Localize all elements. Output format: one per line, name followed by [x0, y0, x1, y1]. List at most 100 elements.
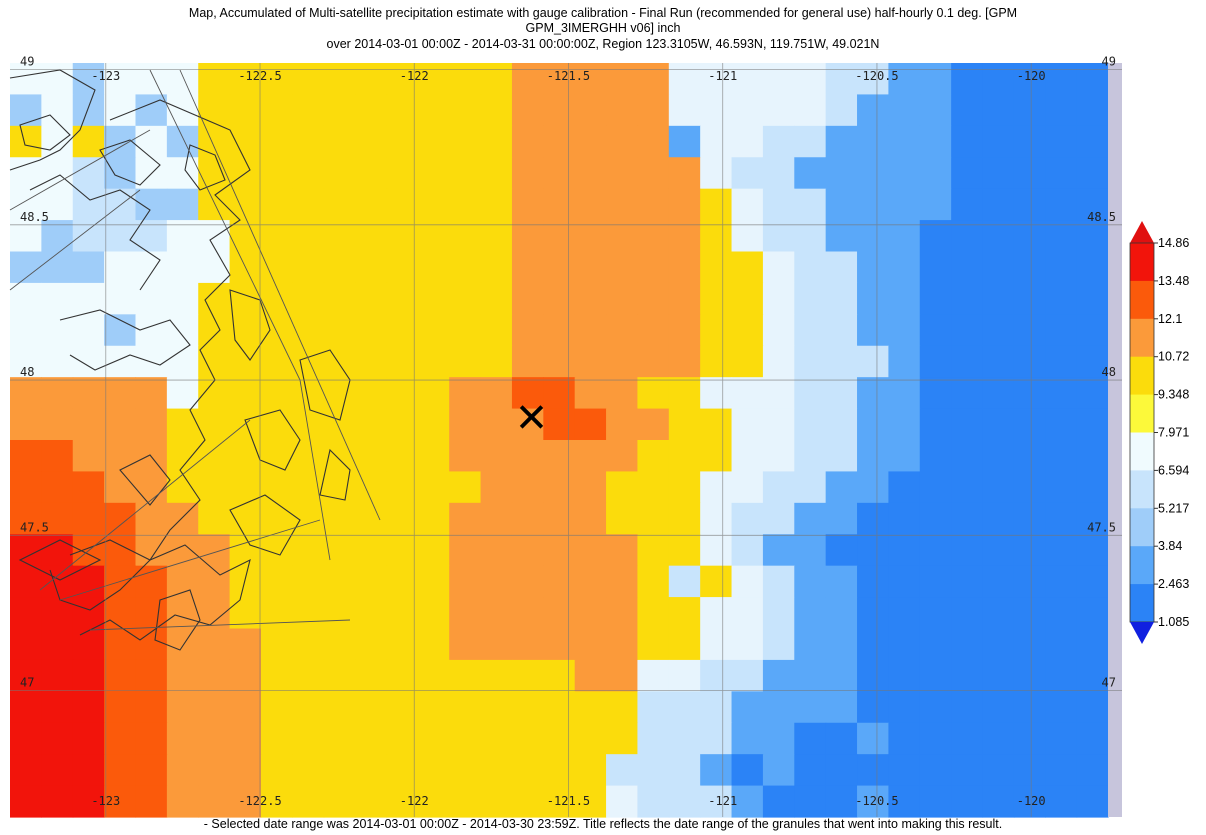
map-cell — [323, 722, 356, 755]
map-cell — [10, 125, 42, 158]
map-cell — [574, 188, 607, 221]
map-cell — [888, 94, 921, 127]
map-cell — [574, 785, 607, 818]
map-cell — [386, 251, 419, 284]
map-cell — [104, 691, 137, 724]
map-cell — [919, 125, 952, 158]
map-cell — [292, 785, 325, 818]
map-cell — [762, 754, 795, 787]
map-cell — [982, 597, 1015, 630]
map-cell — [449, 377, 482, 410]
map-cell — [543, 534, 576, 567]
map-cell — [104, 220, 137, 253]
map-cell — [794, 722, 827, 755]
map-cell — [198, 125, 231, 158]
map-cell — [574, 63, 607, 96]
map-cell — [198, 282, 231, 315]
map-cell — [511, 251, 544, 284]
map-cell — [355, 408, 388, 441]
map-cell — [480, 63, 513, 96]
map-cell — [1045, 628, 1078, 661]
map-cell — [637, 754, 670, 787]
map-cell — [386, 63, 419, 96]
latitude-label-left: 49 — [20, 55, 34, 69]
map-cell — [1076, 597, 1109, 630]
map-cell — [104, 597, 137, 630]
map-cell — [857, 282, 889, 315]
map-cell — [668, 471, 701, 504]
map-cell — [857, 659, 889, 692]
map-cell — [1076, 722, 1109, 755]
map-cell — [104, 282, 137, 315]
map-cell — [1013, 597, 1046, 630]
map-cell — [637, 722, 670, 755]
map-cell — [1013, 502, 1046, 535]
map-cell — [260, 628, 293, 661]
map-cell — [104, 440, 137, 473]
legend-swatch — [1130, 318, 1154, 358]
map-cell — [951, 597, 984, 630]
map-cell — [700, 628, 733, 661]
map-cell — [857, 628, 889, 661]
map-cell — [668, 282, 701, 315]
map-cell — [668, 785, 701, 818]
latitude-label-right: 48 — [1102, 365, 1116, 379]
longitude-label: -120.5 — [855, 69, 898, 83]
map-cell — [919, 251, 952, 284]
map-cell — [762, 440, 795, 473]
map-cell — [1076, 659, 1109, 692]
map-cell — [104, 408, 137, 441]
map-cell — [260, 785, 293, 818]
map-cell — [229, 220, 262, 253]
map-cell — [982, 440, 1015, 473]
map-cell — [543, 282, 576, 315]
map-cell — [292, 282, 325, 315]
map-cell — [229, 565, 262, 598]
map-cell — [668, 63, 701, 96]
map-cell — [292, 471, 325, 504]
map-cell — [1076, 282, 1109, 315]
map-cell — [951, 534, 984, 567]
map-cell — [982, 534, 1015, 567]
heatmap-cells — [10, 63, 1122, 818]
legend-swatch — [1130, 356, 1154, 396]
map-cell — [888, 691, 921, 724]
map-cell — [72, 220, 105, 253]
map-cell — [700, 565, 733, 598]
map-cell — [511, 534, 544, 567]
map-cell — [511, 125, 544, 158]
map-cell — [166, 754, 199, 787]
map-cell — [41, 408, 74, 441]
map-cell — [135, 471, 168, 504]
map-cell — [794, 628, 827, 661]
map-cell — [637, 377, 670, 410]
map-cell — [323, 345, 356, 378]
map-cell — [825, 282, 858, 315]
map-cell — [10, 282, 42, 315]
map-cell — [72, 157, 105, 190]
longitude-label: -120.5 — [855, 794, 898, 808]
map-cell — [386, 502, 419, 535]
map-cell — [10, 251, 42, 284]
map-cell — [731, 282, 764, 315]
map-cell — [41, 94, 74, 127]
map-cell — [511, 691, 544, 724]
map-cell — [731, 157, 764, 190]
map-cell — [480, 754, 513, 787]
map-cell — [198, 63, 231, 96]
map-cell — [260, 314, 293, 347]
map-cell — [292, 565, 325, 598]
map-cell — [41, 220, 74, 253]
map-cell — [355, 282, 388, 315]
map-cell — [637, 282, 670, 315]
map-cell — [41, 597, 74, 630]
map-cell — [606, 691, 639, 724]
map-cell — [511, 314, 544, 347]
map-cell — [731, 314, 764, 347]
map-cell — [41, 471, 74, 504]
map-cell — [888, 565, 921, 598]
map-cell — [10, 377, 42, 410]
map-cell — [857, 785, 889, 818]
map-cell — [1045, 722, 1078, 755]
map-title-line-1: Map, Accumulated of Multi-satellite prec… — [188, 6, 1018, 20]
